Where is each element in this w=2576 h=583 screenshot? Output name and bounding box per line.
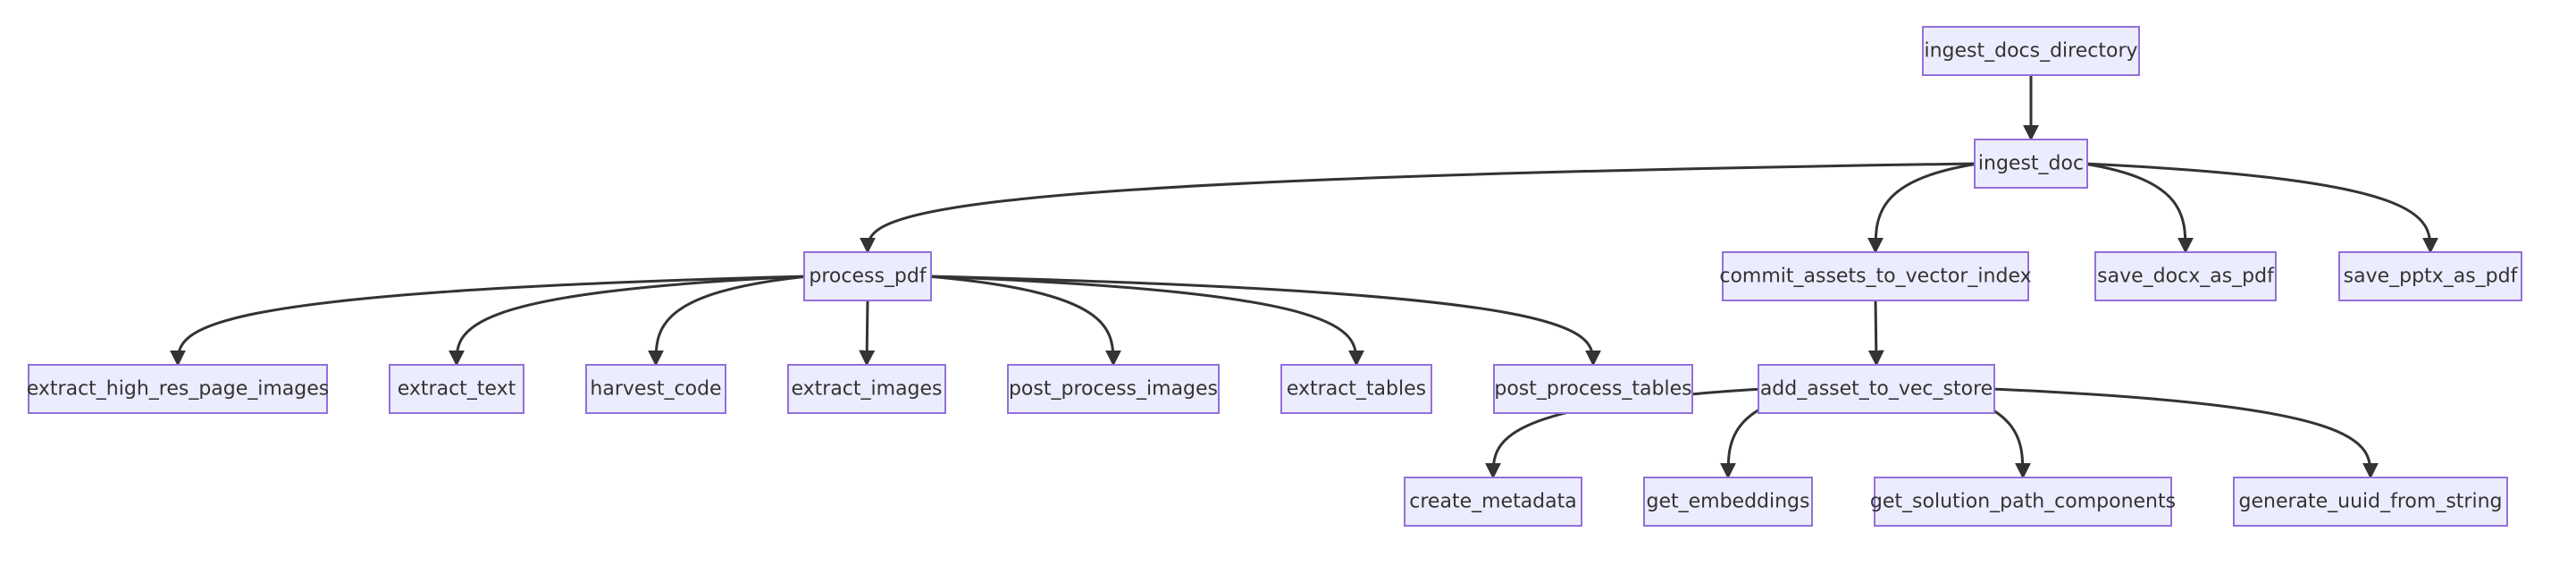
node-box: [1922, 26, 2140, 76]
node-label: extract_text: [398, 378, 516, 401]
edge-process_pdf-to-extract_text: [449, 275, 809, 367]
edges-layer: [170, 75, 2438, 479]
edge-process_pdf-to-post_process_tables: [927, 275, 1601, 367]
node-label: ingest_doc: [1978, 153, 2084, 175]
node-label: extract_images: [791, 378, 942, 401]
node-label: post_process_tables: [1494, 378, 1691, 401]
edge-ingest_doc-to-commit_assets_to_vector_index: [1867, 162, 1979, 254]
node-box: [1007, 364, 1220, 414]
node-ingest-doc: ingest_doc: [1974, 139, 2088, 189]
node-label: ingest_docs_directory: [1924, 40, 2137, 63]
node-get-solution-path-components: get_solution_path_components: [1870, 477, 2176, 527]
node-extract-tables: extract_tables: [1280, 364, 1432, 414]
node-save-docx-as-pdf: save_docx_as_pdf: [2094, 251, 2277, 301]
node-extract-high-res-page-images: extract_high_res_page_images: [27, 364, 330, 414]
edge-process_pdf-to-extract_tables: [927, 275, 1364, 367]
edge-process_pdf-to-extract_images: [859, 300, 876, 367]
node-label: get_solution_path_components: [1870, 491, 2176, 513]
node-commit-assets-to-vector-index: commit_assets_to_vector_index: [1719, 251, 2032, 301]
node-label: post_process_images: [1009, 378, 1218, 401]
node-box: [1722, 251, 2029, 301]
edge-ingest_doc-to-save_pptx_as_pdf: [2083, 162, 2438, 254]
node-label: extract_tables: [1287, 378, 1426, 401]
node-box: [787, 364, 946, 414]
node-label: add_asset_to_vec_store: [1760, 378, 1993, 401]
edge-add_asset_to_vec_store-to-generate_uuid_from_string: [1990, 387, 2379, 479]
node-box: [389, 364, 524, 414]
node-post-process-images: post_process_images: [1007, 364, 1220, 414]
node-label: process_pdf: [809, 266, 927, 288]
edge-ingest_doc-to-process_pdf: [860, 162, 1979, 254]
node-box: [2233, 477, 2508, 527]
node-box: [803, 251, 932, 301]
node-get-embeddings: get_embeddings: [1643, 477, 1813, 527]
node-create-metadata: create_metadata: [1404, 477, 1582, 527]
edge-process_pdf-to-harvest_code: [648, 275, 809, 367]
node-box: [1404, 477, 1582, 527]
node-box: [2094, 251, 2277, 301]
node-label: generate_uuid_from_string: [2239, 491, 2503, 513]
node-process-pdf: process_pdf: [803, 251, 932, 301]
edge-commit_assets_to_vector_index-to-add_asset_to_vec_store: [1867, 300, 1884, 367]
edge-ingest_doc-to-save_docx_as_pdf: [2083, 162, 2194, 254]
nodes-layer: ingest_docs_directory ingest_doc process_p…: [27, 26, 2522, 527]
node-box: [1643, 477, 1813, 527]
node-post-process-tables: post_process_tables: [1493, 364, 1693, 414]
node-box: [2338, 251, 2522, 301]
node-label: create_metadata: [1409, 491, 1576, 513]
node-box: [1280, 364, 1432, 414]
node-label: harvest_code: [590, 378, 721, 401]
node-box: [1758, 364, 1995, 414]
node-box: [1493, 364, 1693, 414]
edge-process_pdf-to-extract_high_res_page_images: [170, 275, 809, 367]
node-box: [1974, 139, 2088, 189]
node-harvest-code: harvest_code: [585, 364, 726, 414]
node-label: save_docx_as_pdf: [2097, 266, 2275, 288]
node-save-pptx-as-pdf: save_pptx_as_pdf: [2338, 251, 2522, 301]
node-extract-text: extract_text: [389, 364, 524, 414]
node-box: [28, 364, 328, 414]
node-label: save_pptx_as_pdf: [2344, 266, 2519, 288]
node-box: [1874, 477, 2172, 527]
node-box: [585, 364, 726, 414]
node-label: extract_high_res_page_images: [27, 378, 330, 401]
node-label: get_embeddings: [1646, 491, 1809, 513]
edge-process_pdf-to-post_process_images: [927, 275, 1121, 367]
node-ingest-docs-directory: ingest_docs_directory: [1922, 26, 2140, 76]
node-label: commit_assets_to_vector_index: [1719, 266, 2031, 288]
node-generate-uuid-from-string: generate_uuid_from_string: [2233, 477, 2508, 527]
node-extract-images: extract_images: [787, 364, 946, 414]
node-add-asset-to-vec-store: add_asset_to_vec_store: [1758, 364, 1995, 414]
